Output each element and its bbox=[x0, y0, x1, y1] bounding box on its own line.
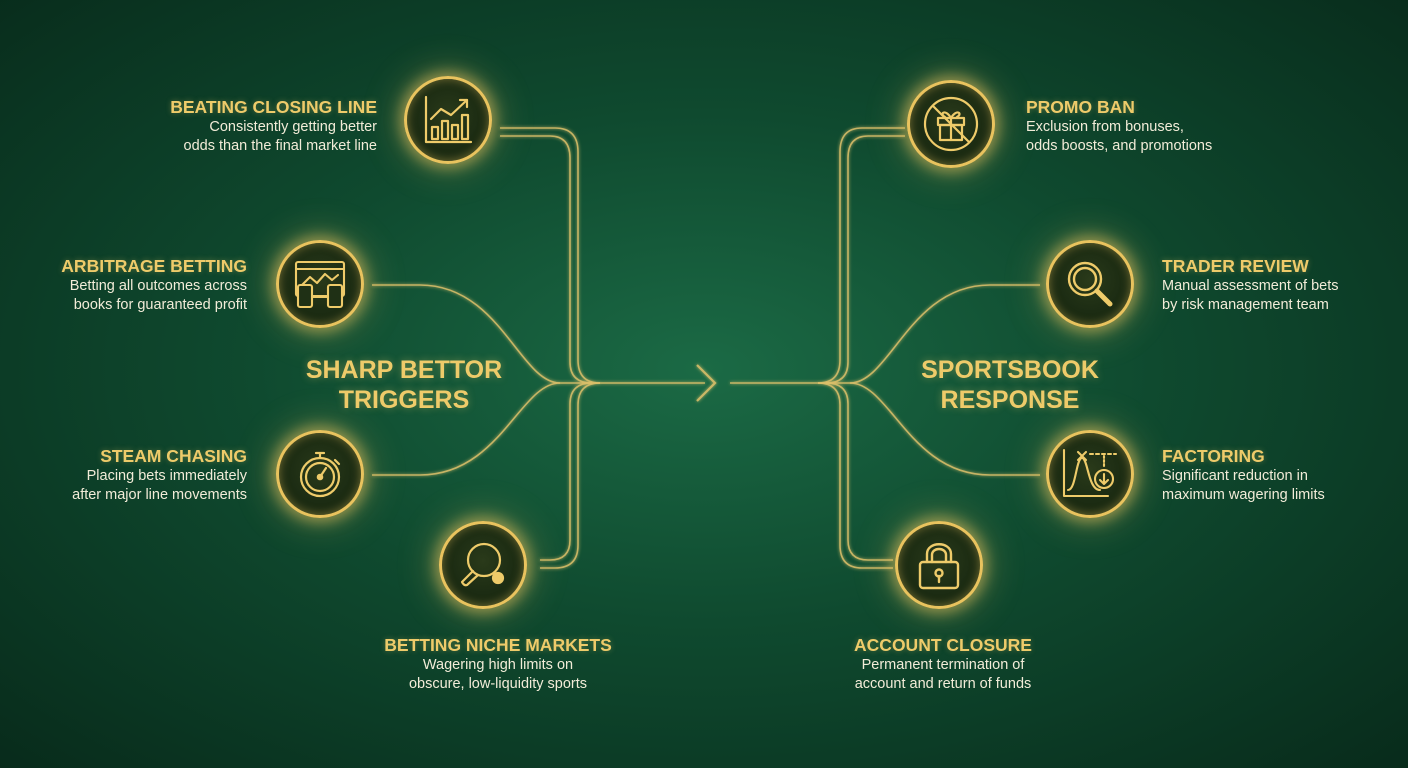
trader-review-title: TRADER REVIEW bbox=[1162, 256, 1309, 276]
center-arrow-chevron bbox=[696, 364, 717, 402]
account-closure-label: ACCOUNT CLOSURE Permanent termination of… bbox=[788, 635, 1098, 694]
promo-ban-node bbox=[907, 80, 995, 168]
betting-niche-markets-title: BETTING NICHE MARKETS bbox=[384, 635, 612, 655]
connector-beating bbox=[500, 127, 601, 384]
promo-ban-desc-1: Exclusion from bonuses, bbox=[1026, 119, 1184, 135]
account-closure-desc-2: account and return of funds bbox=[854, 676, 1032, 692]
account-closure-node bbox=[895, 521, 983, 609]
connector-beating-inner bbox=[500, 135, 593, 384]
connector-closure bbox=[817, 382, 893, 569]
betting-niche-markets-node bbox=[439, 521, 527, 609]
beating-closing-line-desc-1: Consistently getting better bbox=[209, 119, 377, 135]
arbitrage-betting-label: ARBITRAGE BETTING Betting all outcomes a… bbox=[61, 256, 247, 315]
connector-promo bbox=[817, 127, 905, 384]
steam-chasing-label: STEAM CHASING Placing bets immediately a… bbox=[72, 446, 247, 505]
connector-arbitrage bbox=[372, 284, 600, 384]
connector-factoring bbox=[849, 382, 1040, 476]
no-gift-icon bbox=[923, 96, 979, 152]
connector-closure-inner bbox=[825, 382, 893, 561]
table-tennis-icon bbox=[460, 542, 505, 587]
factoring-desc-2: maximum wagering limits bbox=[1162, 487, 1325, 503]
betting-niche-markets-desc-1: Wagering high limits on bbox=[422, 657, 574, 673]
connector-niche bbox=[540, 382, 601, 569]
connector-niche-inner bbox=[540, 382, 593, 561]
connector-promo-inner bbox=[825, 135, 905, 384]
arbitrage-betting-node bbox=[276, 240, 364, 328]
triggers-title-line1: SHARP BETTOR bbox=[305, 356, 503, 384]
trader-review-label: TRADER REVIEW Manual assessment of bets … bbox=[1162, 256, 1339, 315]
arbitrage-betting-title: ARBITRAGE BETTING bbox=[61, 256, 247, 276]
steam-chasing-node bbox=[276, 430, 364, 518]
stopwatch-icon bbox=[299, 451, 341, 498]
factoring-node bbox=[1046, 430, 1134, 518]
steam-chasing-desc-1: Placing bets immediately bbox=[86, 468, 247, 484]
trader-review-desc-2: by risk management team bbox=[1162, 297, 1329, 313]
triggers-title-line2: TRIGGERS bbox=[338, 386, 470, 414]
trader-review-desc-1: Manual assessment of bets bbox=[1162, 278, 1339, 294]
steam-chasing-desc-2: after major line movements bbox=[72, 487, 247, 503]
promo-ban-title: PROMO BAN bbox=[1026, 97, 1135, 117]
response-title-line1: SPORTSBOOK bbox=[921, 356, 1099, 384]
chart-growth-icon bbox=[424, 95, 473, 144]
factoring-desc-1: Significant reduction in bbox=[1162, 468, 1308, 484]
padlock-icon bbox=[918, 543, 960, 590]
triggers-hub-title: SHARP BETTOR TRIGGERS bbox=[300, 355, 508, 415]
beating-closing-line-node bbox=[404, 76, 492, 164]
arbitrage-betting-desc-1: Betting all outcomes across bbox=[69, 278, 247, 294]
betting-niche-markets-desc-2: obscure, low-liquidity sports bbox=[408, 676, 588, 692]
limit-reduction-icon bbox=[1062, 448, 1118, 498]
beating-closing-line-desc-2: odds than the final market line bbox=[183, 138, 377, 154]
response-hub-title: SPORTSBOOK RESPONSE bbox=[910, 355, 1110, 415]
account-closure-title: ACCOUNT CLOSURE bbox=[854, 635, 1032, 655]
arbitrage-betting-desc-2: books for guaranteed profit bbox=[73, 297, 247, 313]
factoring-label: FACTORING Significant reduction in maxim… bbox=[1162, 446, 1325, 505]
promo-ban-desc-2: odds boosts, and promotions bbox=[1026, 138, 1213, 154]
promo-ban-label: PROMO BAN Exclusion from bonuses, odds b… bbox=[1026, 97, 1212, 156]
account-closure-desc-1: Permanent termination of bbox=[861, 657, 1025, 673]
magnifier-icon bbox=[1067, 261, 1113, 307]
factoring-title: FACTORING bbox=[1162, 446, 1265, 466]
connector-steam bbox=[372, 382, 561, 476]
beating-closing-line-label: BEATING CLOSING LINE Consistently gettin… bbox=[170, 97, 377, 156]
multi-device-icon bbox=[294, 260, 346, 309]
connector-trader bbox=[818, 284, 1040, 384]
response-title-line2: RESPONSE bbox=[940, 386, 1080, 414]
trader-review-node bbox=[1046, 240, 1134, 328]
beating-closing-line-title: BEATING CLOSING LINE bbox=[170, 97, 377, 117]
betting-niche-markets-label: BETTING NICHE MARKETS Wagering high limi… bbox=[340, 635, 656, 694]
steam-chasing-title: STEAM CHASING bbox=[100, 446, 247, 466]
